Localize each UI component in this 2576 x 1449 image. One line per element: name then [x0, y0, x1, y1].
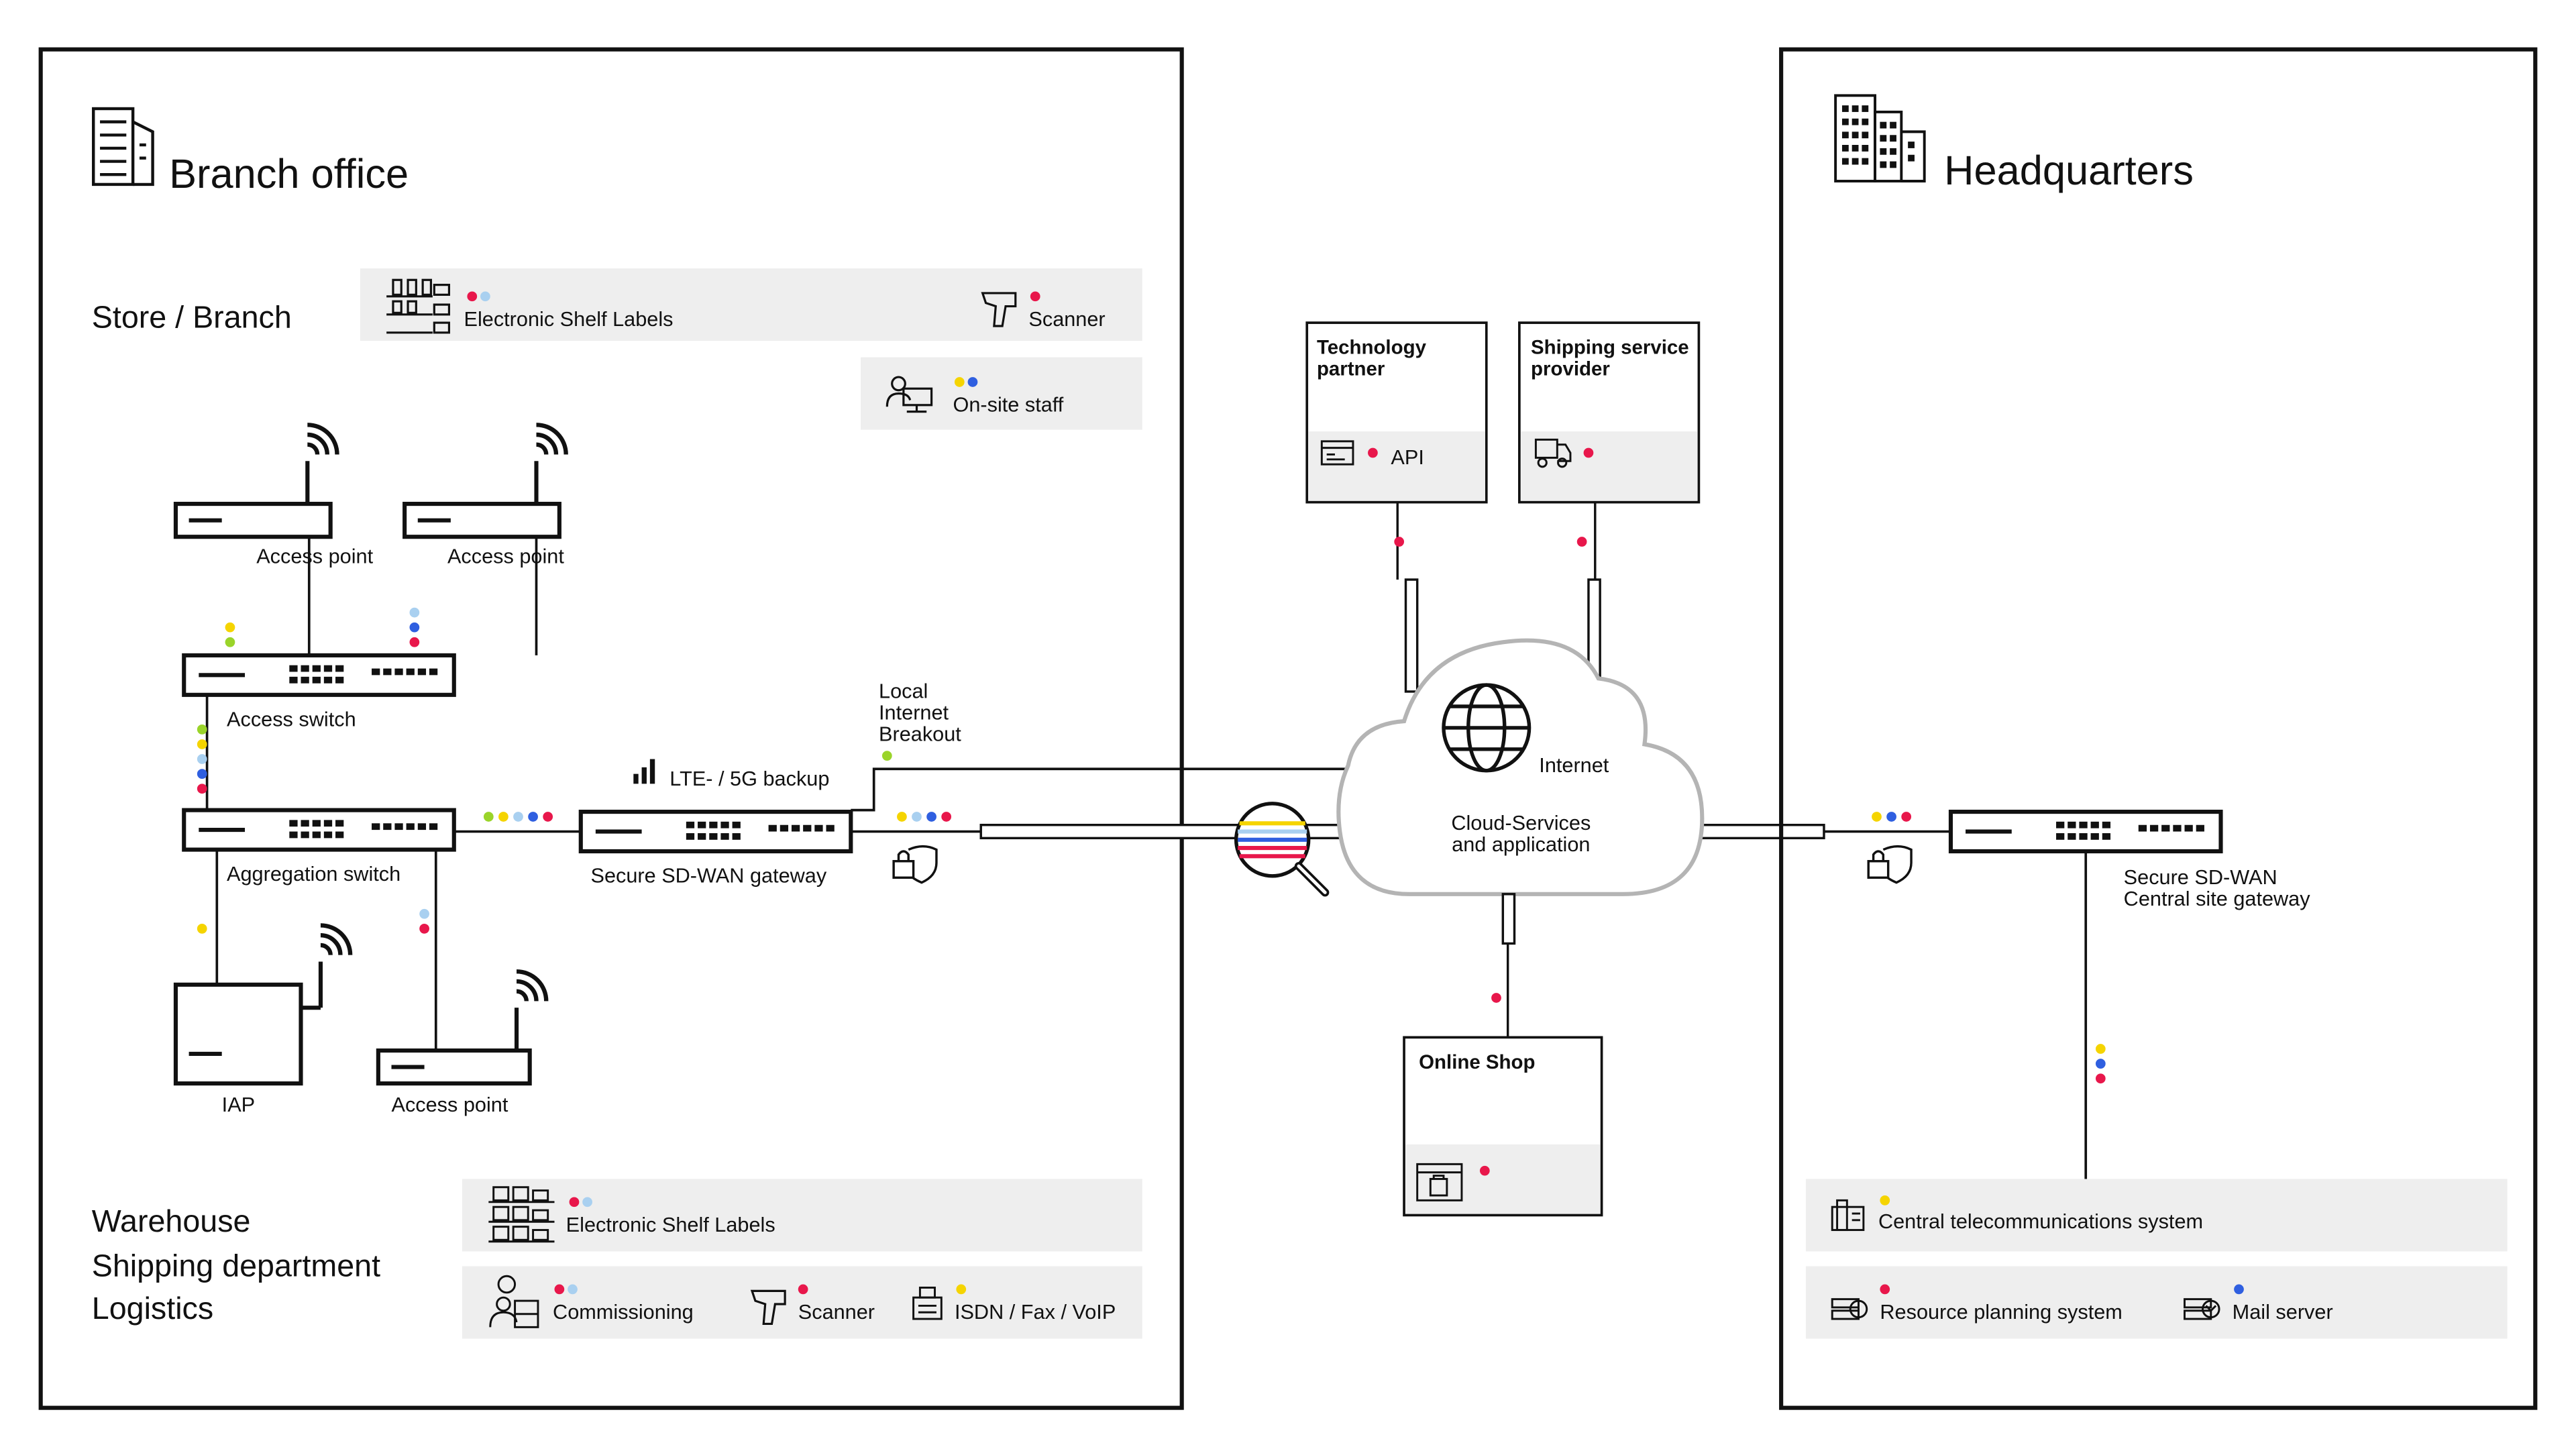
mail-server-icon: [2184, 1298, 2220, 1320]
commissioning-label: Commissioning: [553, 1300, 694, 1324]
warehouse-shelf-labels-label: Electronic Shelf Labels: [566, 1213, 775, 1236]
store-shelf-labels-label: Electronic Shelf Labels: [464, 307, 674, 331]
cloud-services-label-line2: and application: [1452, 833, 1590, 856]
isdn-fax-voip-label: ISDN / Fax / VoIP: [955, 1300, 1116, 1324]
branch-office-frame: [38, 47, 1184, 1410]
branch-office-title: Branch office: [169, 151, 409, 197]
fax-icon: [912, 1286, 943, 1320]
shop-icon: [1416, 1163, 1463, 1201]
internet-label: Internet: [1539, 753, 1609, 777]
scanner-icon: [750, 1289, 786, 1326]
central-site-gateway[interactable]: [1948, 810, 2223, 854]
telecom-system-label: Central telecommunications system: [1878, 1210, 2203, 1233]
headquarters-frame: [1779, 47, 2538, 1410]
on-site-staff-label: On-site staff: [953, 393, 1064, 417]
lock-shield-icon: [892, 845, 938, 884]
store-scanner-label: Scanner: [1028, 307, 1105, 331]
shipping-department-title: Shipping department: [92, 1248, 380, 1283]
access-switch[interactable]: [182, 653, 456, 697]
aggregation-switch-label: Aggregation switch: [227, 862, 400, 885]
access-point-3-label: Access point: [392, 1093, 508, 1116]
shelf-labels-icon: [386, 278, 451, 334]
hq-panel-1: [1805, 1179, 2508, 1252]
wifi-icon: [307, 425, 337, 454]
central-gateway-label-line1: Secure SD-WAN: [2124, 865, 2277, 889]
server-icon: [1831, 1298, 1868, 1320]
resource-planning-label: Resource planning system: [1880, 1300, 2122, 1324]
warehouse-panel-2: [462, 1266, 1142, 1339]
cloud-services-label-line1: Cloud-Services: [1451, 811, 1591, 835]
telephone-system-icon: [1831, 1199, 1865, 1232]
online-shop-link: [1501, 893, 1516, 1038]
warehouse-scanner-label: Scanner: [798, 1300, 875, 1324]
mail-server-label: Mail server: [2233, 1300, 2333, 1324]
access-point-2[interactable]: [402, 425, 566, 539]
online-shop-title: Online Shop: [1419, 1051, 1535, 1073]
store-branch-title: Store / Branch: [92, 299, 292, 334]
staff-icon: [885, 376, 933, 413]
breakout-label-line1: Local: [879, 680, 928, 703]
staff-panel: [861, 357, 1142, 430]
store-panel: [360, 268, 1142, 341]
technology-partner-title-line1: Technology: [1317, 337, 1427, 359]
warehouse-panel-1: [462, 1179, 1142, 1252]
access-switch-label: Access switch: [227, 707, 356, 731]
access-point-1[interactable]: [173, 425, 337, 539]
shipping-provider-title-line1: Shipping service: [1531, 337, 1689, 359]
magnifier-icon: [1234, 802, 1330, 897]
building-icon: [92, 107, 154, 186]
cloud-shape: [1336, 638, 1705, 896]
iap-label: IAP: [222, 1093, 255, 1116]
access-point-2-label: Access point: [447, 544, 564, 568]
breakout-label-line3: Breakout: [879, 722, 961, 746]
access-point-1-label: Access point: [256, 544, 373, 568]
sd-wan-gateway-label: Secure SD-WAN gateway: [591, 864, 827, 888]
warehouse-title: Warehouse: [92, 1203, 251, 1238]
logistics-title: Logistics: [92, 1291, 213, 1326]
technology-partner-box[interactable]: [1305, 321, 1488, 504]
breakout-label-line2: Internet: [879, 701, 949, 724]
signal-bars-icon: [633, 759, 655, 784]
sd-wan-gateway[interactable]: [578, 810, 853, 854]
globe-icon: [1442, 683, 1532, 773]
truck-icon: [1534, 438, 1572, 468]
shipping-provider-box[interactable]: [1518, 321, 1701, 504]
lock-shield-icon: [1867, 845, 1913, 884]
hq-panel-2: [1805, 1266, 2508, 1339]
access-point-3[interactable]: [376, 971, 546, 1086]
iap-device[interactable]: [173, 925, 350, 1086]
branch-links: [205, 537, 1352, 1051]
wifi-icon: [517, 971, 546, 1001]
shelf-labels-icon: [488, 1186, 555, 1243]
technology-partner-title-line2: partner: [1317, 358, 1385, 380]
scanner-icon: [981, 292, 1017, 327]
api-icon: [1320, 440, 1354, 466]
wifi-icon: [537, 425, 566, 454]
headquarters-title: Headquarters: [1944, 148, 2194, 194]
wifi-icon: [321, 925, 350, 955]
aggregation-switch[interactable]: [182, 808, 456, 852]
api-label: API: [1391, 445, 1424, 469]
office-tower-icon: [1834, 94, 1926, 182]
commissioning-icon: [489, 1275, 539, 1328]
shipping-provider-title-line2: provider: [1531, 358, 1610, 380]
online-shop-box[interactable]: [1403, 1036, 1603, 1217]
central-gateway-label-line2: Central site gateway: [2124, 887, 2311, 910]
lte-backup-label: LTE- / 5G backup: [669, 767, 829, 790]
